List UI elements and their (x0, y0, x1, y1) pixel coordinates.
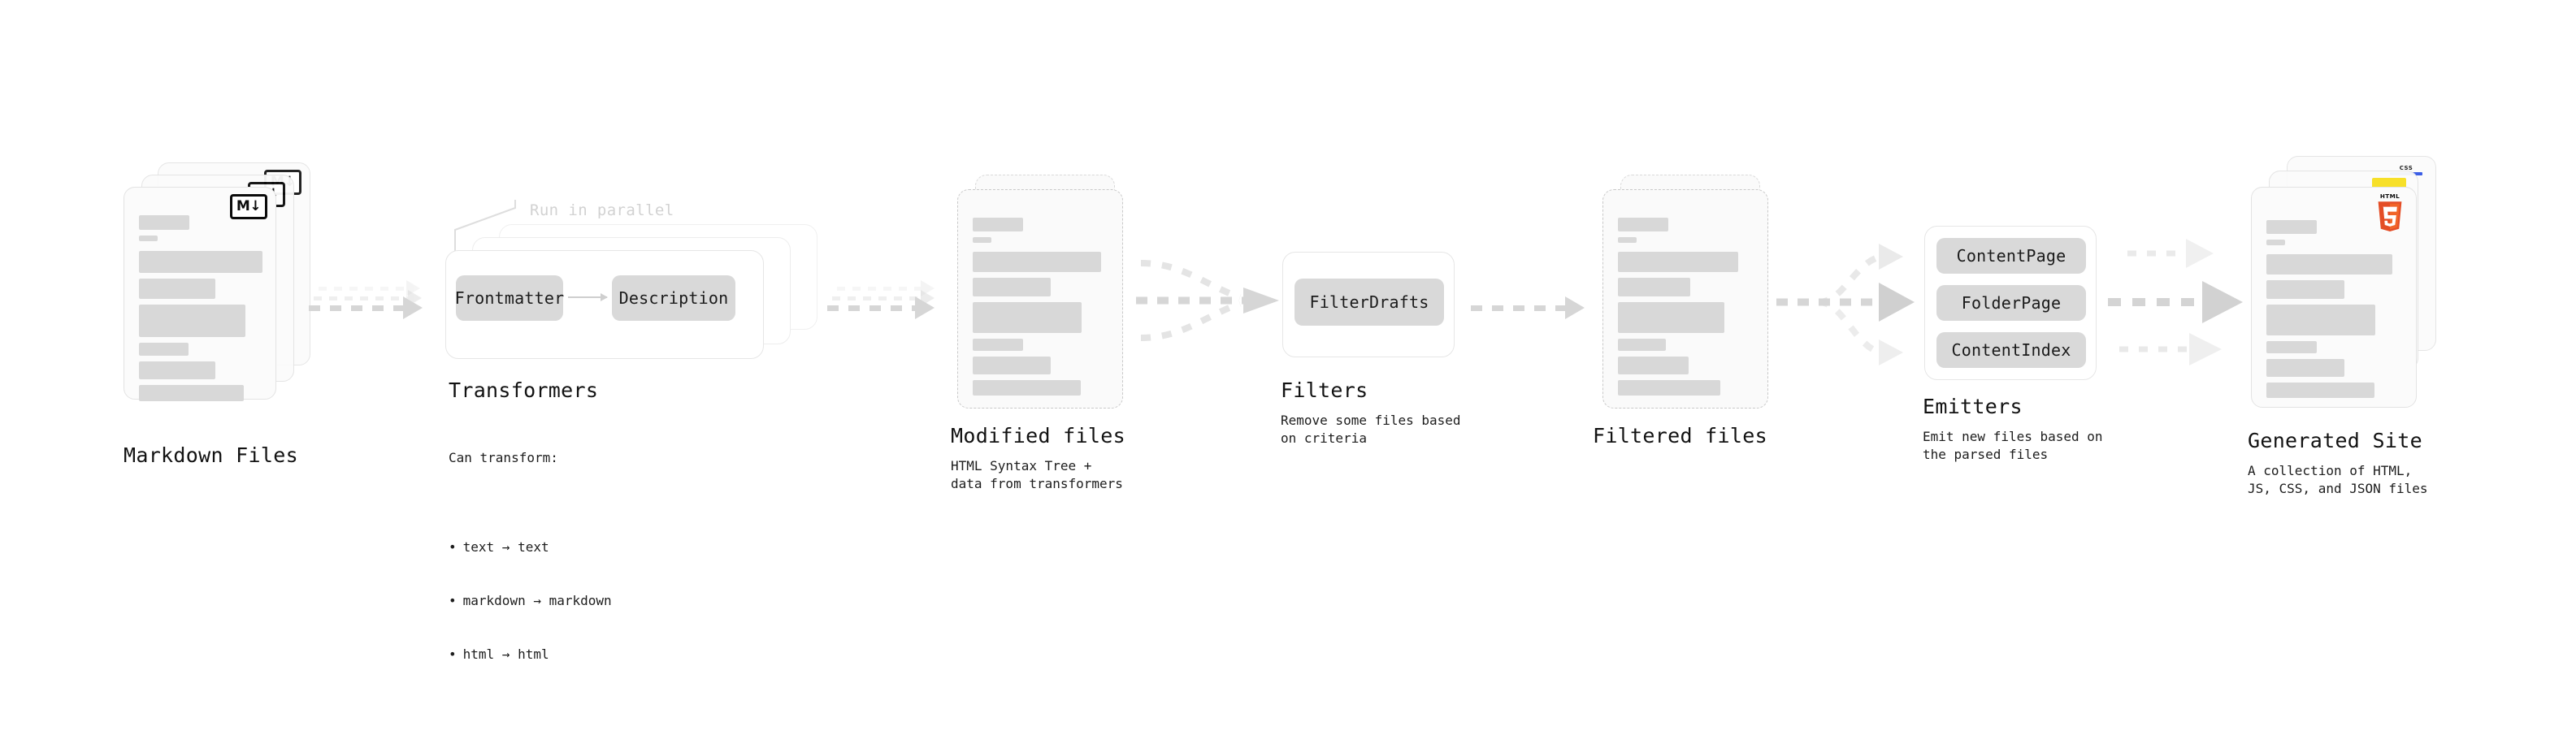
markdown-files-stack: M↓ M↓ M↓ (124, 162, 310, 422)
emitters-label: Emitters Emit new files based on the par… (1923, 395, 2199, 464)
stage-title: Generated Site (2248, 429, 2422, 452)
markdown-card-front[interactable]: M↓ (124, 187, 276, 401)
filters-box[interactable]: FilterDrafts (1282, 252, 1455, 357)
stage-subtitle: HTML Syntax Tree + data from transformer… (951, 458, 1123, 491)
transformer-box-front[interactable]: Frontmatter Description (445, 250, 764, 359)
list-item: html → html (449, 646, 725, 664)
css-badge-text: CSS (2399, 165, 2413, 171)
emitters-box[interactable]: ContentPage FolderPage ContentIndex (1924, 226, 2097, 380)
filters-label: Filters Remove some files based on crite… (1281, 378, 1549, 447)
card-content-lines (139, 215, 262, 407)
transformer-inner-arrow (568, 293, 608, 301)
transformers-label: Transformers Can transform: text → text … (449, 378, 725, 735)
stage-title: Markdown Files (124, 443, 298, 467)
transformers-lead: Can transform: (449, 450, 558, 465)
stage-title: Transformers (449, 378, 599, 402)
emitter-chip-contentpage[interactable]: ContentPage (1936, 238, 2086, 274)
emitter-chip-folderpage[interactable]: FolderPage (1936, 285, 2086, 321)
list-item: text → text (449, 538, 725, 556)
modified-files-label: Modified files HTML Syntax Tree + data f… (951, 424, 1219, 493)
card-content-lines (2266, 220, 2403, 404)
generated-site-label: Generated Site A collection of HTML, JS,… (2248, 429, 2524, 498)
list-item: markdown → markdown (449, 592, 725, 610)
filtered-files-label: Filtered files (1593, 424, 1861, 447)
arrow-markdown-to-transformers (309, 296, 423, 319)
stage-title: Emitters (1923, 395, 2023, 418)
filtered-files-stack (1602, 175, 1789, 418)
arrow-emitters-to-site-group (2108, 239, 2243, 365)
stage-subtitle: Emit new files based on the parsed files (1923, 429, 2103, 462)
modified-card-front[interactable] (957, 189, 1123, 409)
generated-card-html[interactable]: HTML (2251, 187, 2417, 408)
arrow-transformers-to-modified-back (837, 280, 935, 296)
arrow-transformers-to-modified (827, 296, 935, 319)
markdown-badge: M↓ (230, 194, 267, 219)
stage-title: Modified files (951, 424, 1125, 447)
markdown-files-label: Markdown Files (124, 443, 367, 467)
transformer-chip-frontmatter[interactable]: Frontmatter (455, 275, 564, 321)
run-in-parallel-bracket (454, 200, 516, 254)
modified-files-stack (957, 175, 1144, 418)
card-content-lines (973, 218, 1109, 401)
arrow-filters-to-filtered (1471, 296, 1585, 319)
transformers-stack: Frontmatter Description (445, 224, 835, 362)
run-in-parallel-annotation: Run in parallel (530, 201, 674, 219)
filtered-card-front[interactable] (1602, 189, 1768, 409)
stage-title: Filtered files (1593, 424, 1767, 447)
emitter-chip-contentindex[interactable]: ContentIndex (1936, 332, 2086, 368)
arrow-markdown-to-transformers-back (319, 280, 420, 296)
arrow-modified-to-filters-group (1136, 260, 1279, 341)
generated-site-stack: CSS HTML (2251, 156, 2454, 424)
stage-subtitle: Remove some files based on criteria (1281, 413, 1461, 446)
transformer-chip-description[interactable]: Description (612, 275, 735, 321)
stage-title: Filters (1281, 378, 1368, 402)
filter-chip-filterdrafts[interactable]: FilterDrafts (1295, 279, 1444, 326)
stage-subtitle: A collection of HTML, JS, CSS, and JSON … (2248, 463, 2428, 496)
card-content-lines (1618, 218, 1754, 401)
transformers-bullet-list: text → text markdown → markdown html → h… (449, 503, 725, 699)
svg-text:HTML: HTML (2380, 192, 2400, 200)
pipeline-diagram: M↓ M↓ M↓ Markdown Files Run in (0, 0, 2576, 681)
html5-icon: HTML (2378, 192, 2402, 231)
arrow-filtered-to-emitters-group (1776, 244, 1915, 365)
